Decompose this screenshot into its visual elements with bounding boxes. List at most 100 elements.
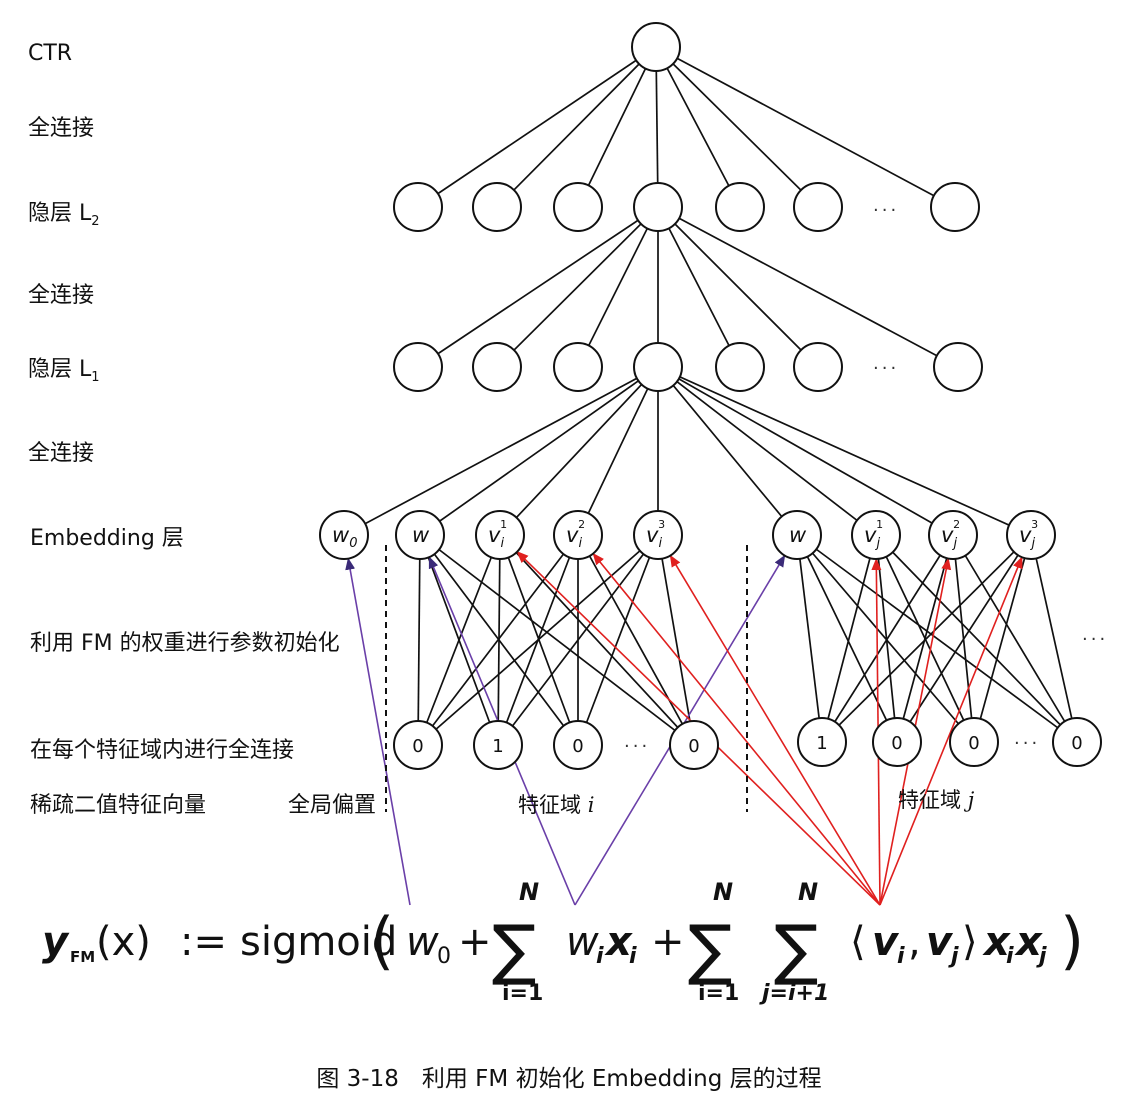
edge-field-i-vi3-0 — [417, 534, 659, 746]
edge-l2-l1-2 — [577, 206, 659, 368]
node-hidden-l1-3 — [633, 342, 683, 392]
node-embedding-vi1-sub: i — [500, 536, 504, 551]
formula-vj-sub: j — [948, 944, 959, 969]
edge-ctr-l2-0 — [417, 46, 657, 208]
node-embedding-vj3-sup: 3 — [1031, 518, 1038, 531]
formula-y-sub: FM — [70, 948, 95, 966]
formula-assign: := — [180, 919, 227, 965]
formula-sum3: ∑ — [774, 911, 818, 988]
edge-l1-emb-vi2 — [577, 366, 659, 536]
label-fc-bottom: 全连接 — [28, 441, 94, 466]
node-hidden-l2-2 — [553, 182, 603, 232]
node-embedding-wi-label: w — [412, 523, 430, 547]
node-hidden-l2-3 — [633, 182, 683, 232]
node-embedding-vi3-label: vi 3 — [646, 518, 665, 551]
figure-caption: 图 3-18 利用 FM 初始化 Embedding 层的过程 — [316, 1066, 821, 1092]
node-ctr — [631, 22, 681, 72]
node-embedding-vi2 — [553, 510, 603, 560]
node-embedding-vj3 — [1006, 510, 1056, 560]
edge-l1-emb-wj — [657, 366, 798, 536]
label-fc-top: 全连接 — [28, 116, 94, 141]
node-hidden-l1-5 — [793, 342, 843, 392]
node-embedding-w0-sub: 0 — [349, 536, 357, 551]
edge-field-j-wj-2 — [796, 534, 975, 743]
ellipsis-hidden-l2: ··· — [873, 200, 899, 221]
node-embedding-vj2 — [928, 510, 978, 560]
edge-ctr-l2-3 — [655, 46, 659, 208]
node-hidden-l1-1 — [472, 342, 522, 392]
node-embedding-vi3-base: v — [646, 523, 659, 547]
node-embedding-wi — [395, 510, 445, 560]
edge-field-i-vi3-2 — [577, 534, 659, 746]
arrow-vi2 — [592, 552, 881, 906]
ellipsis-field-j-inputs: ··· — [1014, 733, 1040, 754]
node-embedding-wi-base: w — [412, 523, 430, 547]
edge-l2-l1-6 — [657, 206, 959, 368]
node-input-field-j-0-value: 1 — [816, 733, 827, 754]
edge-field-i-vi2-0 — [417, 534, 579, 746]
node-embedding-vi2-label: vi2 — [566, 518, 585, 551]
formula-xj-sub: j — [1036, 944, 1047, 969]
edge-field-i-vi3-3 — [657, 534, 695, 746]
label-hidden-l1-main: 隐层 L — [28, 357, 92, 382]
formula-angle-close: ⟩ — [962, 919, 978, 965]
formula-w0: w — [406, 919, 439, 965]
node-embedding-vj1-sup: 1 — [876, 518, 883, 531]
formula-term1-w: w — [566, 919, 599, 965]
formula-sum1: ∑ — [492, 911, 536, 988]
label-hidden-l2: 隐层 L2 — [28, 201, 100, 229]
edge-l2-l1-1 — [496, 206, 659, 368]
ellipsis-hidden-l1: ··· — [873, 358, 899, 379]
edge-l2-l1-5 — [657, 206, 819, 368]
node-embedding-wj-base: w — [789, 523, 807, 547]
node-embedding-vi3-sup: 3 — [658, 518, 665, 531]
label-field-i: 特征域 i — [518, 793, 594, 817]
label-field-i-prefix: 特征域 — [518, 793, 588, 817]
node-embedding-vj2-base: v — [941, 523, 954, 547]
edge-ctr-l2-6 — [655, 46, 956, 208]
label-field-fc: 在每个特征域内进行全连接 — [30, 738, 294, 763]
node-hidden-l2-1 — [472, 182, 522, 232]
edge-field-i-wi-0 — [417, 534, 421, 746]
edge-field-j-vj2-3 — [952, 534, 1078, 743]
formula-vj: v — [926, 919, 954, 965]
label-hidden-l2-sub: 2 — [91, 214, 99, 229]
node-input-field-i-1-value: 1 — [492, 736, 503, 757]
edge-ctr-l2-5 — [655, 46, 819, 208]
edge-l1-emb-vj3 — [657, 366, 1032, 536]
edge-l1-emb-vi1 — [499, 366, 659, 536]
formula-y: y — [42, 919, 70, 965]
node-embedding-vj1-base: v — [864, 523, 877, 547]
node-input-field-j-2-value: 0 — [968, 733, 979, 754]
formula-paren-close: ) — [1060, 904, 1084, 977]
node-input-field-i-3 — [669, 720, 719, 770]
edge-field-j-wj-0 — [796, 534, 823, 743]
label-hidden-l2-main: 隐层 L — [28, 201, 92, 226]
node-input-field-i-1 — [473, 720, 523, 770]
label-global-bias: 全局偏置 — [288, 793, 376, 818]
edge-ctr-l2-1 — [496, 46, 657, 208]
node-input-field-j-0 — [797, 717, 847, 767]
arrow-w0 — [345, 557, 411, 906]
node-embedding-vi3-sub: i — [658, 536, 662, 551]
label-hidden-l1-sub: 1 — [91, 370, 99, 385]
edge-l2-l1-4 — [657, 206, 741, 368]
edge-l1-emb-vj1 — [657, 366, 877, 536]
node-embedding-wj-label: w — [789, 523, 807, 547]
formula-sum2-top: N — [713, 878, 733, 906]
node-input-field-j-3-value: 0 — [1071, 733, 1082, 754]
node-input-field-i-2-value: 0 — [572, 736, 583, 757]
node-embedding-vi2-sub: i — [578, 536, 582, 551]
label-fm-init: 利用 FM 的权重进行参数初始化 — [30, 631, 340, 656]
node-embedding-vi3 — [633, 510, 683, 560]
edge-field-j-wj-1 — [796, 534, 898, 743]
edge-l2-l1-0 — [417, 206, 659, 368]
node-hidden-l2-4 — [715, 182, 765, 232]
edge-l1-emb-w0 — [343, 366, 659, 536]
formula-plus-2: + — [651, 919, 685, 965]
node-input-field-j-1-value: 0 — [891, 733, 902, 754]
formula-sum1-top: N — [519, 878, 539, 906]
formula-angle-open: ⟨ — [850, 919, 866, 965]
edge-ctr-l2-4 — [655, 46, 741, 208]
node-embedding-vj2-sub: j — [951, 536, 957, 551]
